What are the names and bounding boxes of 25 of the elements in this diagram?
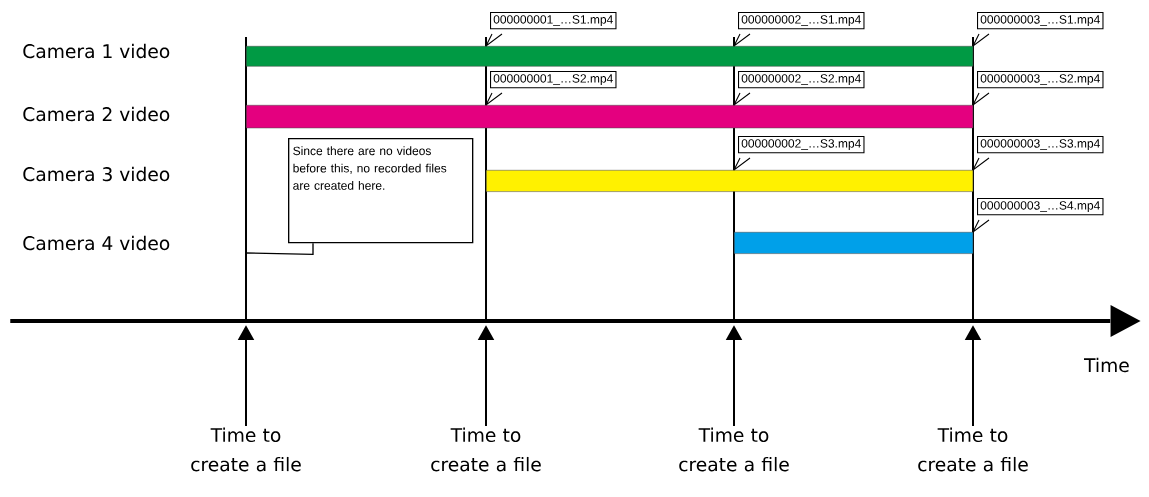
event-label: Time to create a file — [431, 427, 541, 472]
time-axis — [10, 305, 1141, 337]
file-callout: 000000003_…S1.mp4 — [971, 12, 1104, 48]
file-callout: 000000002_…S2.mp4 — [732, 71, 865, 107]
file-callout: 000000001_…S2.mp4 — [484, 71, 617, 107]
note-box: Since there are no videos before this, no recorded files are created here. — [288, 138, 474, 244]
file-callout: 000000003_…S2.mp4 — [971, 71, 1104, 107]
file-callout: 000000002_…S3.mp4 — [732, 136, 865, 172]
leader-line — [245, 242, 314, 255]
file-callout: 000000003_…S3.mp4 — [971, 136, 1104, 172]
event-label: Time to create a file — [918, 427, 1028, 472]
event-label: Time to create a file — [191, 427, 301, 472]
file-callout: 000000002_…S1.mp4 — [732, 12, 865, 48]
row-label: Camera 2 video — [23, 106, 170, 122]
video-bar — [246, 46, 974, 67]
event-label: Time to create a file — [679, 427, 789, 472]
video-bar — [486, 170, 974, 192]
file-callout: 000000003_…S4.mp4 — [971, 198, 1104, 234]
axis-label: Time — [1084, 357, 1129, 373]
row-label: Camera 3 video — [23, 166, 170, 182]
video-bar — [734, 232, 974, 254]
file-callout: 000000001_…S1.mp4 — [484, 12, 617, 48]
video-bar — [246, 105, 974, 129]
row-label: Camera 1 video — [23, 43, 170, 59]
row-label: Camera 4 video — [23, 235, 170, 251]
